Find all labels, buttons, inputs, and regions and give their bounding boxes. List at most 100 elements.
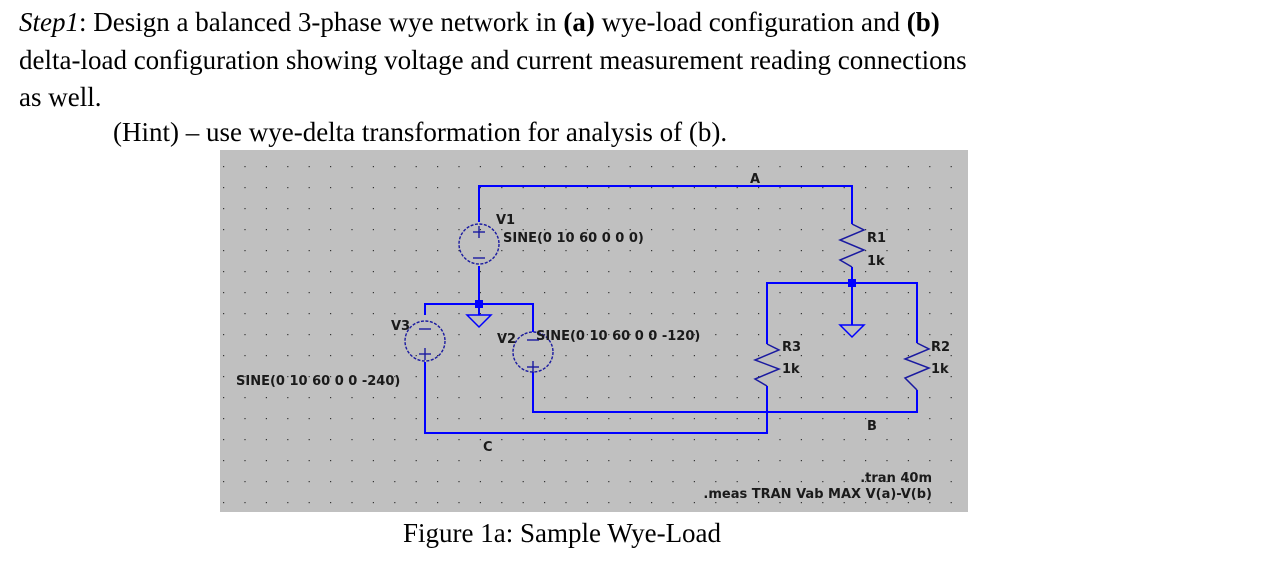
grid-dot xyxy=(629,460,631,462)
v3-name: V3 xyxy=(391,319,410,334)
grid-dot xyxy=(843,250,845,252)
grid-dot xyxy=(672,502,674,504)
grid-dot xyxy=(693,229,695,231)
grid-dot xyxy=(736,166,738,168)
r2-name: R2 xyxy=(931,340,950,355)
grid-dot xyxy=(394,397,396,399)
grid-dot xyxy=(715,481,717,483)
grid-dot xyxy=(586,187,588,189)
grid-dot xyxy=(865,502,867,504)
grid-dot xyxy=(544,271,546,273)
grid-dot xyxy=(629,418,631,420)
grid-dot xyxy=(629,334,631,336)
grid-dot xyxy=(394,418,396,420)
grid-dot xyxy=(394,313,396,315)
figure-caption: Figure 1a: Sample Wye-Load xyxy=(403,518,722,548)
grid-dot xyxy=(479,313,481,315)
grid-dot xyxy=(929,439,931,441)
grid-dot xyxy=(736,187,738,189)
grid-dot xyxy=(479,418,481,420)
grid-dot xyxy=(265,439,267,441)
grid-dot xyxy=(287,271,289,273)
grid-dot xyxy=(522,397,524,399)
grid-dot xyxy=(950,376,952,378)
grid-dot xyxy=(586,334,588,336)
grid-dot xyxy=(244,418,246,420)
grid-dot xyxy=(394,208,396,210)
grid-dot xyxy=(372,439,374,441)
grid-dot xyxy=(586,229,588,231)
grid-dot xyxy=(586,418,588,420)
grid-dot xyxy=(415,502,417,504)
grid-dot xyxy=(907,166,909,168)
grid-dot xyxy=(223,502,225,504)
grid-dot xyxy=(458,250,460,252)
grid-dot xyxy=(479,376,481,378)
grid-dots xyxy=(223,166,952,504)
voltage-source-v2 xyxy=(512,331,554,373)
grid-dot xyxy=(437,355,439,357)
grid-dot xyxy=(223,250,225,252)
wires xyxy=(424,185,918,434)
grid-dot xyxy=(351,208,353,210)
grid-dot xyxy=(715,376,717,378)
v1-value: SINE(0 10 60 0 0 0) xyxy=(503,231,644,246)
grid-dot xyxy=(608,502,610,504)
grid-dot xyxy=(886,271,888,273)
grid-dot xyxy=(715,418,717,420)
grid-dot xyxy=(822,271,824,273)
grid-dot xyxy=(372,334,374,336)
step-label: Step1 xyxy=(19,7,79,37)
grid-dot xyxy=(565,208,567,210)
grid-dot xyxy=(501,355,503,357)
grid-dot xyxy=(886,481,888,483)
grid-dot xyxy=(929,292,931,294)
grid-dot xyxy=(586,292,588,294)
grid-dot xyxy=(501,418,503,420)
grid-dot xyxy=(629,439,631,441)
grid-dot xyxy=(223,376,225,378)
grid-dot xyxy=(223,292,225,294)
grid-dot xyxy=(629,481,631,483)
grid-dot xyxy=(544,355,546,357)
grid-dot xyxy=(886,229,888,231)
grid-dot xyxy=(608,208,610,210)
grid-dot xyxy=(672,397,674,399)
grid-dot xyxy=(586,481,588,483)
grid-dot xyxy=(565,334,567,336)
grid-dot xyxy=(758,166,760,168)
grid-dot xyxy=(544,460,546,462)
grid-dot xyxy=(950,460,952,462)
grid-dot xyxy=(287,376,289,378)
grid-dot xyxy=(330,334,332,336)
grid-dot xyxy=(608,334,610,336)
grid-dot xyxy=(929,397,931,399)
grid-dot xyxy=(544,376,546,378)
grid-dot xyxy=(651,313,653,315)
grid-dot xyxy=(886,187,888,189)
grid-dot xyxy=(244,481,246,483)
grid-dot xyxy=(907,292,909,294)
grid-dot xyxy=(437,250,439,252)
grid-dot xyxy=(907,397,909,399)
grid-dot xyxy=(822,334,824,336)
grid-dot xyxy=(929,166,931,168)
grid-dot xyxy=(565,376,567,378)
grid-dot xyxy=(458,481,460,483)
grid-dot xyxy=(287,502,289,504)
grid-dot xyxy=(672,271,674,273)
grid-dot xyxy=(608,439,610,441)
grid-dot xyxy=(586,313,588,315)
grid-dot xyxy=(758,460,760,462)
grid-dot xyxy=(265,250,267,252)
grid-dot xyxy=(479,271,481,273)
grid-dot xyxy=(629,229,631,231)
grid-dot xyxy=(651,397,653,399)
grid-dot xyxy=(244,187,246,189)
grid-dot xyxy=(501,166,503,168)
grid-dot xyxy=(865,166,867,168)
grid-dot xyxy=(394,502,396,504)
grid-dot xyxy=(522,502,524,504)
grid-dot xyxy=(736,271,738,273)
grid-dot xyxy=(351,460,353,462)
